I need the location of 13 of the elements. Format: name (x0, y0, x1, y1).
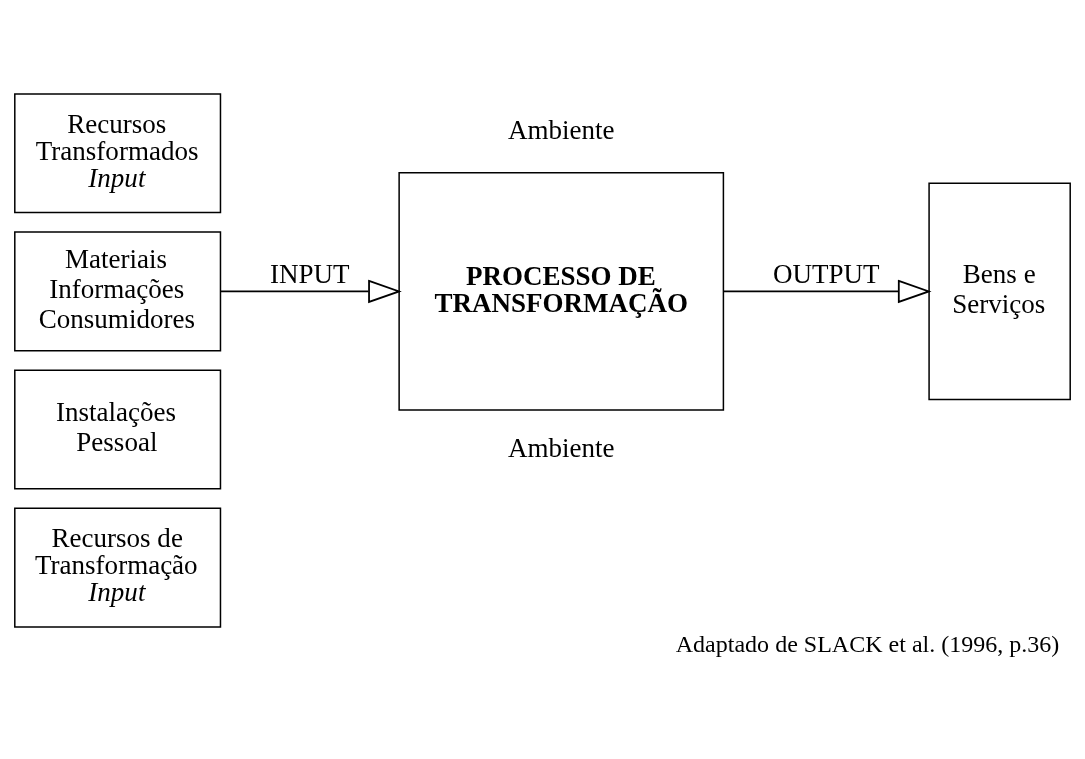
node-box: Materiais Informações Consumidores (14, 230, 222, 351)
arrow (219, 279, 402, 303)
arrow (722, 279, 932, 303)
node-box: Bens e Serviços (928, 182, 1071, 400)
caption: Adaptado de SLACK et al. (1996, p.36) (675, 630, 1060, 657)
edge-label: OUTPUT (772, 258, 880, 289)
node-box: Recursos Transformados Input (14, 92, 222, 213)
edge-label: INPUT (270, 258, 350, 289)
node-box: PROCESSO DE TRANSFORMAÇÃO (398, 171, 725, 411)
label: Ambiente (507, 432, 615, 463)
label: Ambiente (507, 114, 615, 145)
node-box: Instalações Pessoal (14, 369, 222, 490)
node-box: Recursos de Transformação Input (14, 507, 222, 628)
